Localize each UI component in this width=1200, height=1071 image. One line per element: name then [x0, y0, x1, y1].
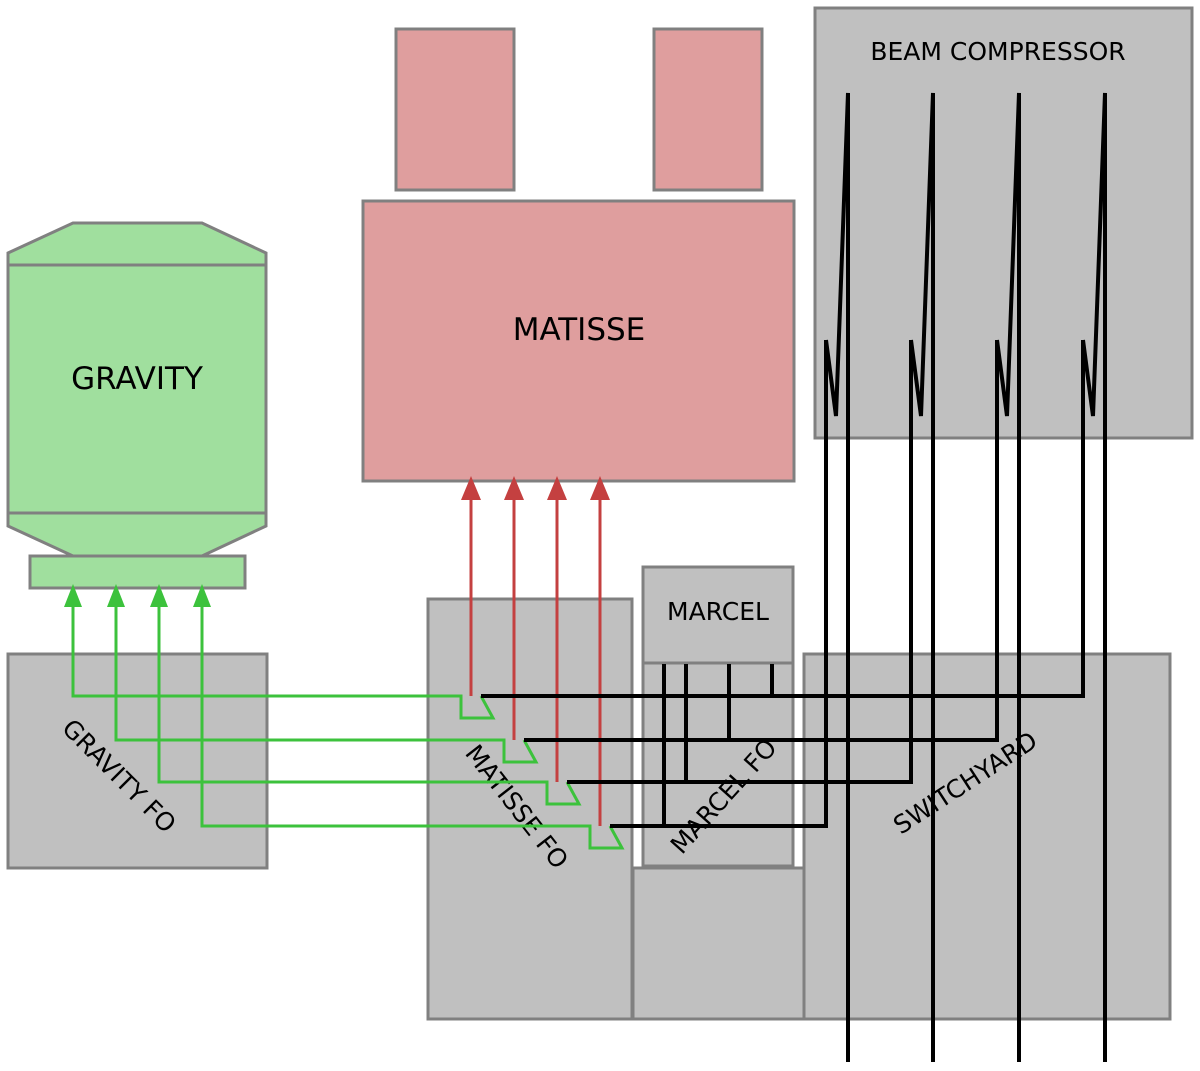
beam-compressor-path-4: [1081, 92, 1107, 1062]
switchyard-box: [802, 652, 1172, 1021]
matisse-arrow-icon: [590, 476, 610, 500]
marcel-box: [641, 565, 795, 665]
matisse-box: [361, 199, 796, 483]
matisse-arrow-icon: [547, 476, 567, 500]
main-beam-row-1: [481, 340, 1085, 698]
beam-compressor-path-3: [995, 92, 1021, 1062]
beam-paths: [64, 92, 1107, 1062]
gravity-arrow-icon: [193, 584, 211, 607]
main-beam-row-4: [610, 340, 828, 828]
gravity-beam-1: [71, 596, 496, 720]
gravity-arrow-icon: [107, 584, 125, 607]
gravity-fo-box: [6, 652, 269, 870]
matisse-module-left: [394, 27, 516, 192]
matisse-fo-box: [426, 597, 634, 1021]
gravity-arrow-icon: [150, 584, 168, 607]
beam-compressor-path-1: [824, 92, 850, 1062]
gravity-input-plate: [28, 554, 247, 590]
gravity-beam-2: [114, 596, 539, 764]
lower-bench-box: [631, 866, 806, 1021]
main-beam-row-2: [524, 340, 999, 742]
beam-compressor-box: [813, 6, 1194, 440]
beam-compressor-label: BEAM COMPRESSOR: [870, 37, 1125, 66]
matisse-module-right: [652, 27, 764, 192]
gravity-label: GRAVITY: [71, 361, 203, 397]
gravity-beam-3: [157, 596, 582, 806]
main-beam-row-3: [567, 340, 913, 784]
beam-compressor-path-2: [909, 92, 935, 1062]
gravity-arrow-icon: [64, 584, 82, 607]
matisse-arrow-icon: [461, 476, 481, 500]
matisse-label: MATISSE: [513, 312, 646, 348]
marcel-label: MARCEL: [667, 597, 769, 626]
matisse-arrow-icon: [504, 476, 524, 500]
gravity-beam-4: [200, 596, 625, 850]
